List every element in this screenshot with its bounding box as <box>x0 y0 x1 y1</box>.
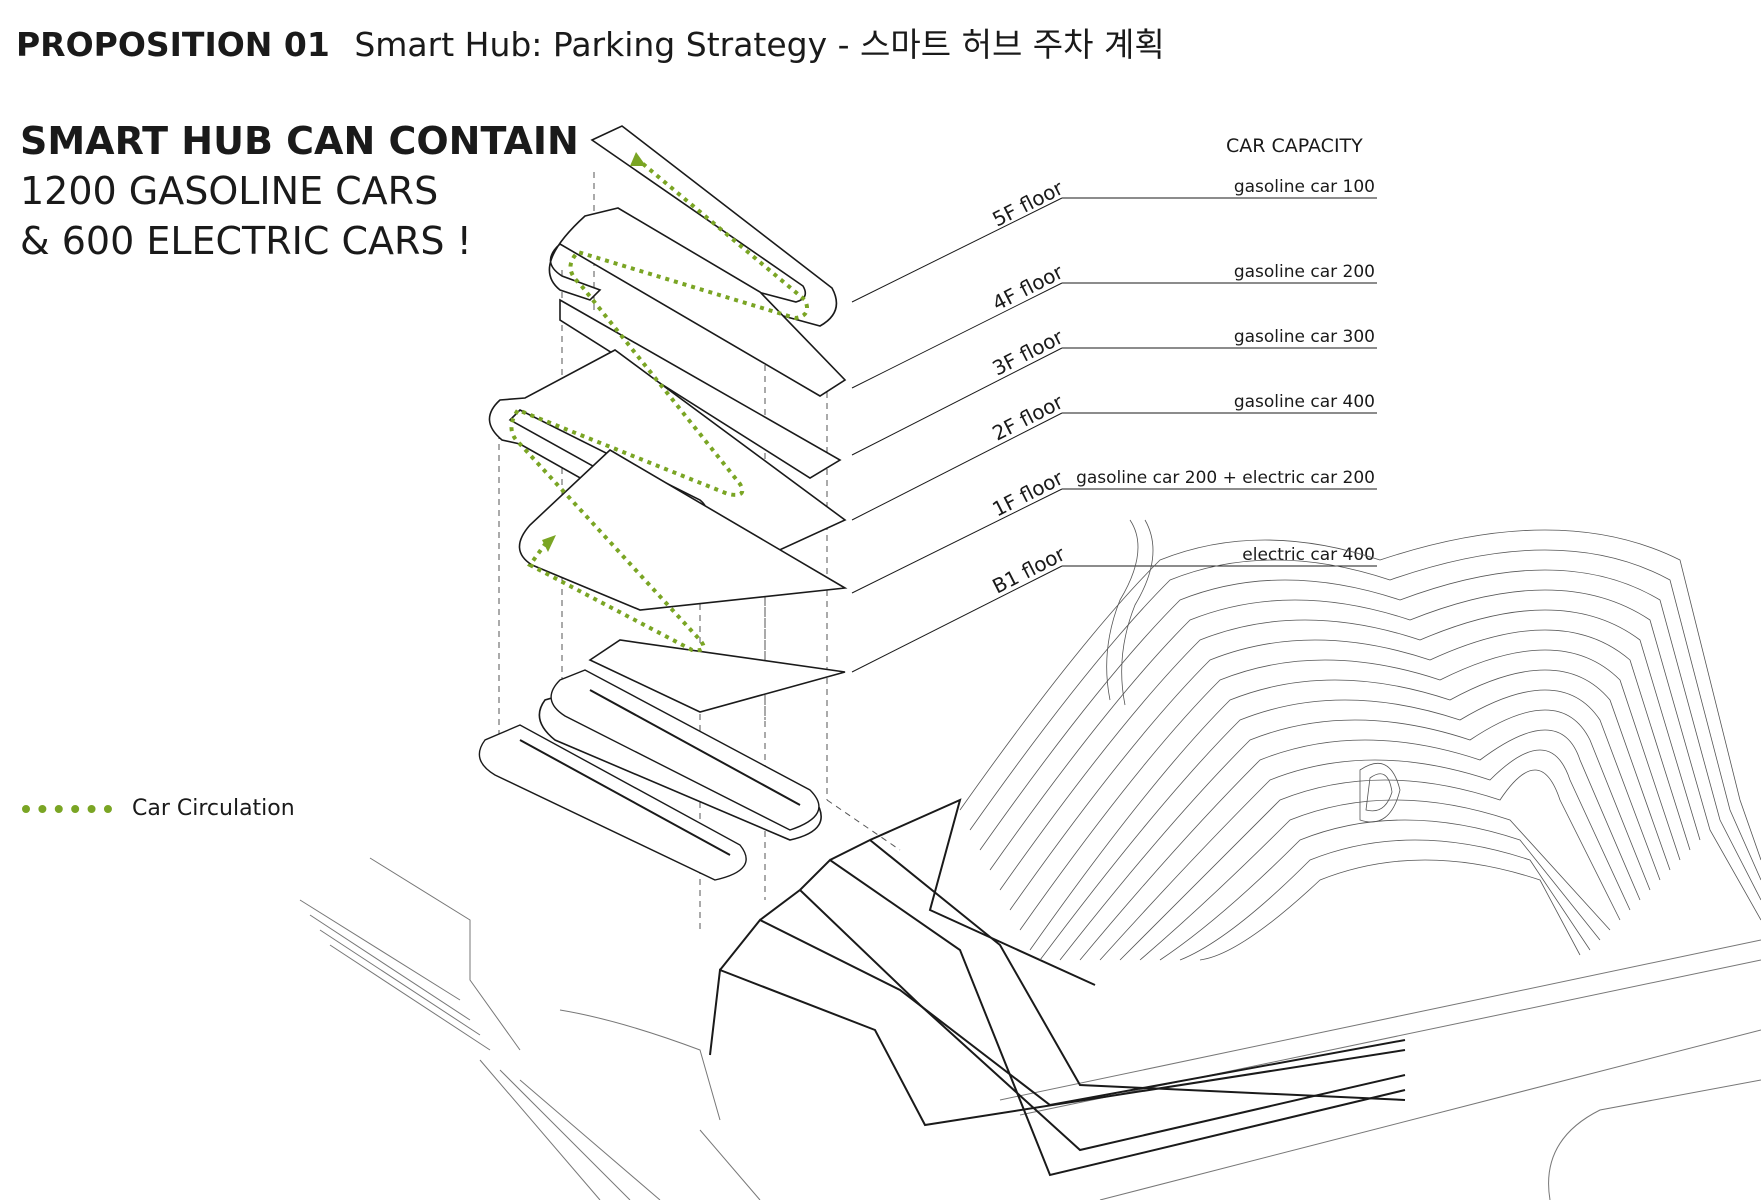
capacity-4f: gasoline car 200 <box>1234 262 1375 282</box>
floor-2f-plan <box>518 449 848 611</box>
proposition-number: PROPOSITION 01 <box>16 25 330 64</box>
floor-label-5f: 5F floor <box>988 175 1067 231</box>
floor-label-3f: 3F floor <box>988 324 1067 380</box>
leader-line-4f-diag <box>851 282 1063 389</box>
leader-line-2f-diag <box>851 412 1063 521</box>
headline-line-3: & 600 ELECTRIC CARS ! <box>20 219 472 263</box>
capacity-2f: gasoline car 400 <box>1234 392 1375 412</box>
floor-label-4f: 4F floor <box>988 259 1067 315</box>
leader-line-5f-diag <box>851 197 1063 303</box>
headline-line-1: SMART HUB CAN CONTAIN <box>20 119 579 163</box>
floor-label-2f: 2F floor <box>988 389 1067 445</box>
leader-line-3f-diag <box>851 347 1063 456</box>
legend-label: Car Circulation <box>132 796 295 821</box>
circulation-arrow-top <box>630 152 646 166</box>
topographic-contours <box>959 519 1761 961</box>
floor-label-b1: B1 floor <box>988 541 1069 598</box>
page-subtitle: Smart Hub: Parking Strategy - 스마트 허브 주차 … <box>354 25 1165 64</box>
site-roads <box>299 857 1761 1200</box>
capacity-1f: gasoline car 200 + electric car 200 <box>1076 468 1375 488</box>
capacity-5f: gasoline car 100 <box>1234 177 1375 197</box>
floor-b1-plan <box>478 669 820 881</box>
leader-line-1f-diag <box>851 488 1063 594</box>
capacity-3f: gasoline car 300 <box>1234 327 1375 347</box>
headline: SMART HUB CAN CONTAIN 1200 GASOLINE CARS… <box>20 116 579 266</box>
circulation-legend-icon <box>22 804 112 813</box>
page-header: PROPOSITION 01 Smart Hub: Parking Strate… <box>16 18 1165 66</box>
leader-line-b1-diag <box>851 565 1063 673</box>
legend: Car Circulation <box>22 796 295 821</box>
headline-line-2: 1200 GASOLINE CARS <box>20 169 439 213</box>
capacity-title: CAR CAPACITY <box>1226 135 1363 157</box>
floor-label-1f: 1F floor <box>988 465 1067 521</box>
terraced-building <box>709 798 1406 1177</box>
capacity-rows: gasoline car 100 5F floor gasoline car 2… <box>851 175 1377 673</box>
circulation-arrow-bottom <box>542 535 556 552</box>
car-circulation-path <box>509 156 809 653</box>
